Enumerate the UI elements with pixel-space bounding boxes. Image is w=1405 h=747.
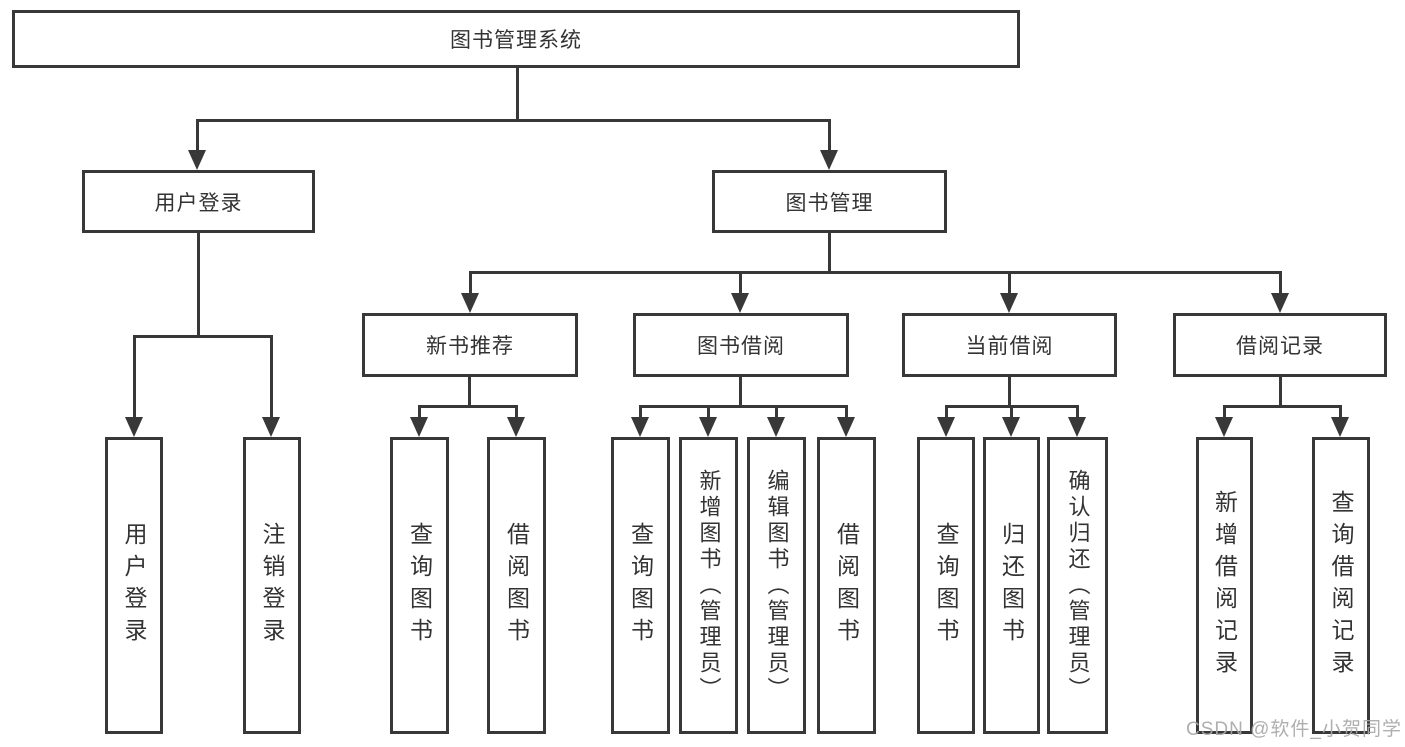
leaf-borrow-book-2: 借阅图书 [817,437,876,734]
node-new-book-recommend: 新书推荐 [362,313,578,377]
leaf-query-book-1-label: 查询图书 [406,521,433,650]
leaf-borrow-book-1-label: 借阅图书 [503,521,530,650]
leaf-add-book-admin: 新增图书（管理员） [679,437,738,734]
leaf-edit-book-admin: 编辑图书（管理员） [747,437,806,734]
arrow-down [1331,417,1349,437]
leaf-query-borrow-record-label: 查询借阅记录 [1328,489,1354,682]
node-book-borrow: 图书借阅 [633,313,849,377]
arrow-down [1068,417,1086,437]
node-user-login-label: 用户登录 [154,191,243,215]
leaf-add-borrow-record-label: 新增借阅记录 [1211,489,1238,682]
arrow-down [1000,293,1018,313]
connector-g0-stub-1 [418,405,421,419]
connector-book-stub-4 [1279,271,1282,295]
node-borrow-record: 借阅记录 [1173,313,1387,377]
leaf-borrow-book-1: 借阅图书 [487,437,546,734]
arrow-down [820,150,838,170]
node-current-borrow: 当前借阅 [902,313,1117,377]
connector-g0-bar [418,405,518,408]
node-book-borrow-label: 图书借阅 [697,335,785,358]
arrow-down [262,417,280,437]
arrow-down [507,417,525,437]
node-book-management-label: 图书管理 [785,191,874,215]
watermark: CSDN @软件_小贺同学 [1186,719,1402,740]
connector-book-bar [469,271,1282,274]
leaf-query-book-1: 查询图书 [390,437,449,734]
arrow-down [1271,293,1289,313]
connector-g1-stub-2 [707,405,710,419]
connector-g2-stub-3 [1076,405,1079,419]
leaf-confirm-return-admin-label: 确认归还（管理员） [1065,468,1091,703]
arrow-down [1215,417,1233,437]
connector-user-bar [133,335,273,338]
connector-g1-stub-4 [845,405,848,419]
connector-book-stem [828,233,831,274]
node-current-borrow-label: 当前借阅 [965,335,1054,358]
connector-g1-stub-1 [639,405,642,419]
connector-user-stub-2 [270,335,273,417]
arrow-down [937,417,955,437]
connector-book-stub-1 [469,271,472,295]
arrow-down [1002,417,1020,437]
connector-g1-stub-3 [775,405,778,419]
connector-root-left-stub [196,119,199,152]
connector-g3-bar [1223,405,1342,408]
node-root-label: 图书管理系统 [450,29,582,52]
connector-g3-stem [1279,377,1282,408]
leaf-confirm-return-admin: 确认归还（管理员） [1047,437,1108,734]
arrow-down [767,417,785,437]
node-user-login: 用户登录 [82,170,315,233]
node-book-management: 图书管理 [712,170,947,233]
connector-book-stub-3 [1008,271,1011,295]
connector-root-bar [197,119,831,122]
connector-root-stem [516,68,519,122]
connector-g1-bar [639,405,848,408]
leaf-return-book: 归还图书 [983,437,1040,734]
connector-g3-stub-1 [1223,405,1226,419]
connector-g2-stub-2 [1010,405,1013,419]
node-borrow-record-label: 借阅记录 [1236,335,1324,358]
connector-user-stem [197,233,200,338]
connector-g1-stem [739,377,742,408]
arrow-down [188,150,206,170]
leaf-query-borrow-record: 查询借阅记录 [1312,437,1370,734]
leaf-logout-label: 注销登录 [259,521,285,650]
node-new-book-recommend-label: 新书推荐 [426,335,514,358]
leaf-borrow-book-2-label: 借阅图书 [833,521,860,650]
arrow-down [461,293,479,313]
leaf-return-book-label: 归还图书 [998,521,1025,650]
connector-root-right-stub [828,119,831,152]
leaf-add-book-admin-label: 新增图书（管理员） [696,468,722,703]
connector-g0-stem [468,377,471,408]
arrow-down [125,417,143,437]
arrow-down [699,417,717,437]
arrow-down [410,417,428,437]
leaf-edit-book-admin-label: 编辑图书（管理员） [764,468,790,703]
connector-g3-stub-2 [1339,405,1342,419]
leaf-query-book-3: 查询图书 [917,437,975,734]
leaf-user-login-label: 用户登录 [121,521,147,650]
connector-g2-stub-1 [945,405,948,419]
leaf-user-login: 用户登录 [105,437,163,734]
leaf-query-book-2-label: 查询图书 [627,521,654,650]
connector-user-stub-1 [133,335,136,417]
connector-book-stub-2 [739,271,742,295]
connector-g2-stem [1008,377,1011,408]
arrow-down [837,417,855,437]
leaf-query-book-2: 查询图书 [611,437,670,734]
connector-g0-stub-2 [515,405,518,419]
arrow-down [731,293,749,313]
leaf-logout: 注销登录 [243,437,301,734]
leaf-add-borrow-record: 新增借阅记录 [1196,437,1253,734]
node-root: 图书管理系统 [12,10,1020,68]
leaf-query-book-3-label: 查询图书 [933,521,959,650]
arrow-down [631,417,649,437]
